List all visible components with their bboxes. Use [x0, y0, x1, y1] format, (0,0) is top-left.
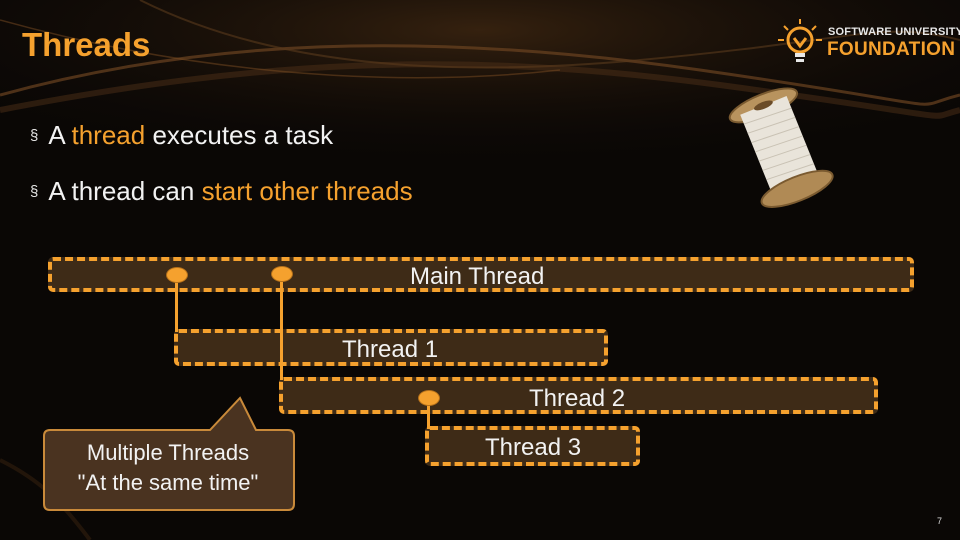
thread2-connector [280, 276, 283, 380]
thread1-label: Thread 1 [342, 336, 438, 364]
thread2-bar: Thread 2 [279, 377, 878, 414]
bullet-icon: § [30, 127, 38, 144]
thread3-spawn-dot [418, 390, 440, 406]
thread1-spawn-dot [166, 267, 188, 283]
callout-line1: Multiple Threads [46, 438, 290, 468]
logo-line2: FOUNDATION [827, 39, 955, 61]
thread2-spawn-dot [271, 266, 293, 282]
thread3-label: Thread 3 [485, 434, 581, 462]
bullet-text-part: A thread can [48, 176, 201, 206]
thread1-connector [175, 276, 178, 332]
callout-text: Multiple Threads "At the same time" [46, 438, 290, 498]
bullet-item: § A thread can start other threads [30, 174, 413, 208]
callout-line2: "At the same time" [46, 468, 290, 498]
bullet-icon: § [30, 183, 38, 200]
main-thread-label: Main Thread [410, 263, 544, 291]
page-number: 7 [937, 516, 942, 526]
logo-line1: SOFTWARE UNIVERSITY [828, 26, 960, 38]
bullet-list: § A thread executes a task § A thread ca… [30, 118, 413, 230]
slide-title: Threads [22, 26, 150, 64]
lightbulb-icon [776, 16, 826, 72]
thread3-bar: Thread 3 [425, 426, 640, 466]
thread1-bar: Thread 1 [174, 329, 608, 366]
thread2-label: Thread 2 [529, 385, 625, 413]
bullet-text: A thread can start other threads [48, 176, 412, 207]
bullet-text-part: A [48, 120, 71, 150]
logo: SOFTWARE UNIVERSITY FOUNDATION [776, 16, 952, 72]
bullet-item: § A thread executes a task [30, 118, 413, 152]
thread-spool-image [726, 84, 836, 214]
bullet-text-part: executes a task [145, 120, 333, 150]
bullet-highlight: thread [71, 120, 145, 150]
bullet-highlight: start other threads [202, 176, 413, 206]
bullet-text: A thread executes a task [48, 120, 333, 151]
